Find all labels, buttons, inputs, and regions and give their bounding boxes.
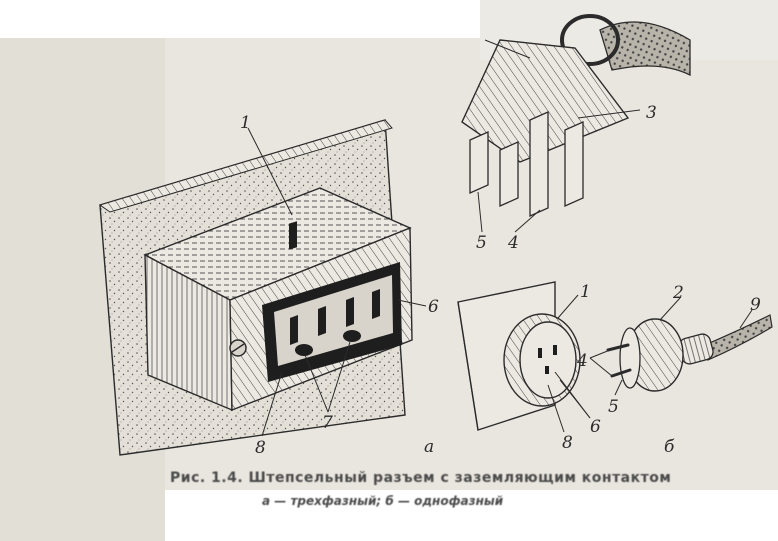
figure-caption: Рис. 1.4. Штепсельный разъем с заземляющ… xyxy=(170,470,672,486)
figure-label-b: б xyxy=(664,437,675,457)
label-b5: 5 xyxy=(608,397,619,417)
plug-pins xyxy=(469,110,584,218)
socket-slots xyxy=(290,289,380,345)
bottom-white-region xyxy=(165,490,778,541)
label-a8: 8 xyxy=(255,438,266,458)
label-b4: 4 xyxy=(576,351,588,371)
ground-contact-right xyxy=(343,330,361,342)
plug-round-face xyxy=(619,327,641,389)
wall-edge-top xyxy=(98,119,393,213)
socket-round-face xyxy=(519,321,577,399)
label-b2: 2 xyxy=(672,283,684,303)
ground-contact-left xyxy=(295,344,313,356)
single-phase-plug xyxy=(589,297,773,396)
figure-label-a: а xyxy=(424,437,434,457)
label-a6: 6 xyxy=(428,297,439,317)
label-p5: 5 xyxy=(476,233,487,253)
label-b9: 9 xyxy=(750,295,761,315)
label-b6: 6 xyxy=(590,417,601,437)
plug-ring xyxy=(560,14,620,66)
three-phase-plug xyxy=(461,14,691,233)
label-p3: 3 xyxy=(646,103,657,123)
single-phase-socket xyxy=(457,281,591,433)
label-p4: 4 xyxy=(507,233,519,253)
plug-cord xyxy=(704,314,773,361)
label-b1: 1 xyxy=(580,282,591,302)
socket-face-inner xyxy=(274,275,393,366)
label-a1: 1 xyxy=(240,113,251,133)
plug-cable xyxy=(599,21,691,77)
label-a7: 7 xyxy=(322,413,333,433)
socket-slot-1 xyxy=(289,221,297,250)
figure-caption-subtitle: а — трехфазный; б — однофазный xyxy=(262,494,504,508)
three-phase-socket xyxy=(98,119,427,456)
label-b8: 8 xyxy=(562,433,573,453)
